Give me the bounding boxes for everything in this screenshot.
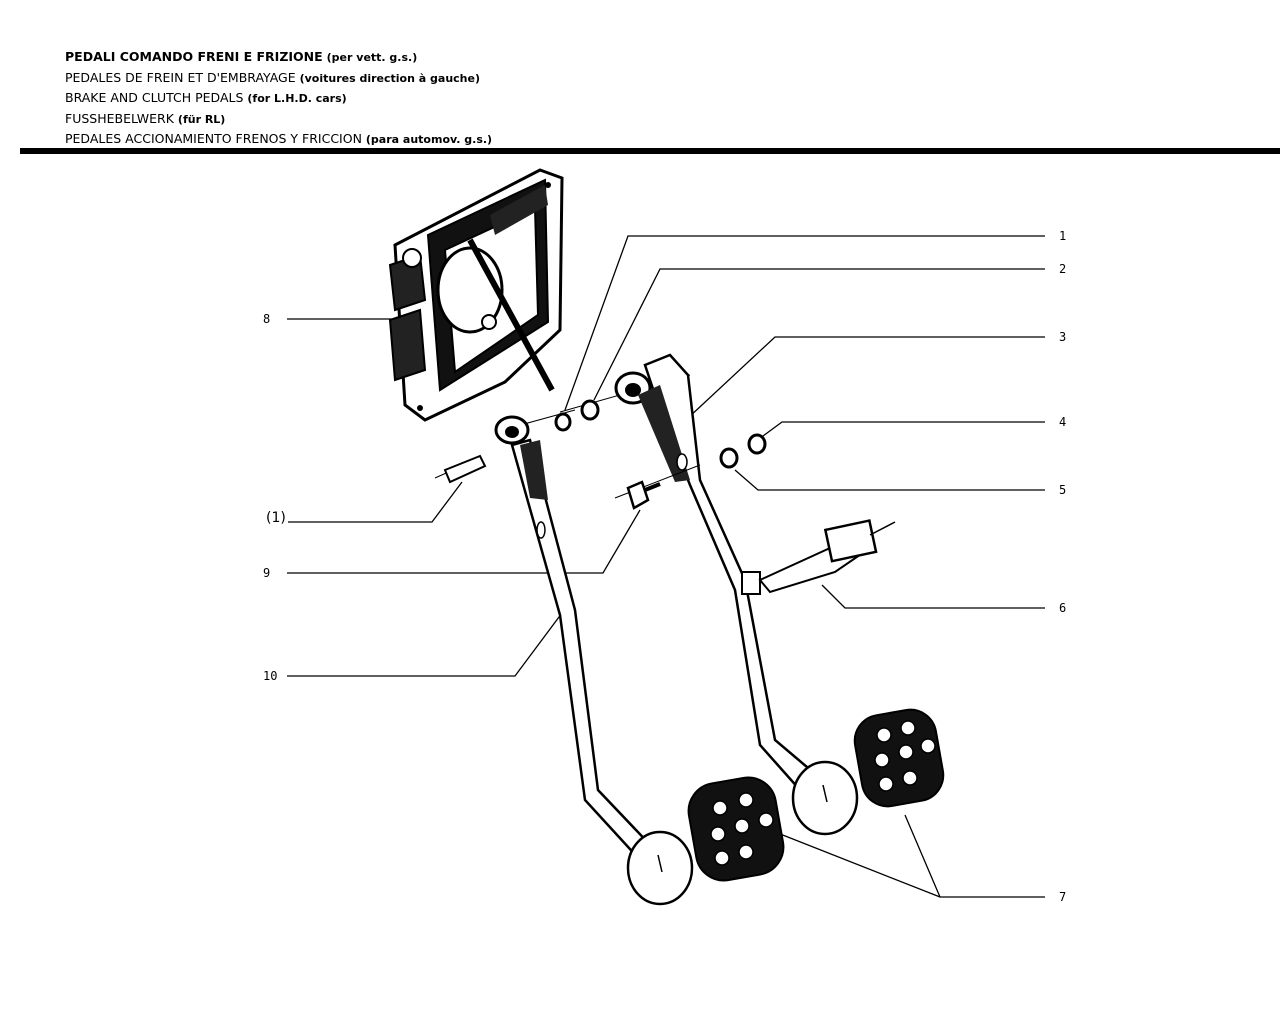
callout-2: 2 <box>1059 262 1066 276</box>
title-english-main: BRAKE AND CLUTCH PEDALS <box>65 90 244 105</box>
leader-1 <box>564 235 1045 411</box>
small-parts-drawing <box>434 399 896 594</box>
leader-5 <box>734 469 1045 491</box>
title-english-note: (for L.H.D. cars) <box>247 92 347 105</box>
title-french-note: (voitures direction à gauche) <box>299 71 480 85</box>
title-italian-main: PEDALI COMANDO FRENI E FRIZIONE <box>65 49 323 64</box>
callout-6: 6 <box>1059 601 1066 615</box>
callout-5: 5 <box>1059 483 1066 497</box>
brake-pedal-drawing <box>559 353 859 836</box>
leader-paren1 <box>288 481 463 523</box>
leader-3 <box>687 336 1045 419</box>
callout-labels: 1 2 3 4 5 6 7 8 9 10 (1) <box>263 229 1066 904</box>
title-french-main: PEDALES DE FREIN ET D'EMBRAYAGE <box>65 69 296 85</box>
callout-3: 3 <box>1059 330 1066 344</box>
title-german-note: (für RL) <box>177 112 226 126</box>
callout-paren-1: (1) <box>266 510 286 526</box>
callout-7: 7 <box>1059 890 1066 904</box>
title-english: BRAKE AND CLUTCH PEDALS (for L.H.D. cars… <box>65 88 492 109</box>
leader-10 <box>287 612 563 677</box>
title-spanish-main: PEDALES ACCIONAMIENTO FRENOS Y FRICCION <box>65 131 362 146</box>
title-italian-note: (per vett. g.s.) <box>326 51 418 64</box>
leader-2 <box>593 268 1045 401</box>
title-german: FUSSHEBELWERK (für RL) <box>65 109 492 130</box>
leader-4 <box>762 421 1045 437</box>
leader-9 <box>287 509 641 574</box>
callout-4: 4 <box>1059 415 1066 429</box>
leader-lines <box>287 235 1045 898</box>
callout-1: 1 <box>1059 229 1066 243</box>
leader-7a <box>904 814 1045 898</box>
callout-8: 8 <box>263 312 270 326</box>
page-header: PEDALI COMANDO FRENI E FRIZIONE (per vet… <box>65 47 492 150</box>
title-french: PEDALES DE FREIN ET D'EMBRAYAGE (voiture… <box>65 68 492 89</box>
callout-10: 10 <box>263 669 277 683</box>
pedal-bracket-drawing <box>388 168 564 422</box>
header-divider <box>20 148 1280 154</box>
title-spanish: PEDALES ACCIONAMIENTO FRENOS Y FRICCION … <box>65 129 492 150</box>
pedal-rubber-pads-drawing <box>687 708 945 882</box>
clutch-pedal-drawing <box>494 409 694 906</box>
leader-7b <box>769 829 941 898</box>
title-german-main: FUSSHEBELWERK <box>65 110 174 126</box>
callout-9: 9 <box>263 566 270 580</box>
leader-6 <box>821 584 1045 609</box>
title-italian: PEDALI COMANDO FRENI E FRIZIONE (per vet… <box>65 47 492 68</box>
title-spanish-note: (para automov. g.s.) <box>365 133 493 146</box>
